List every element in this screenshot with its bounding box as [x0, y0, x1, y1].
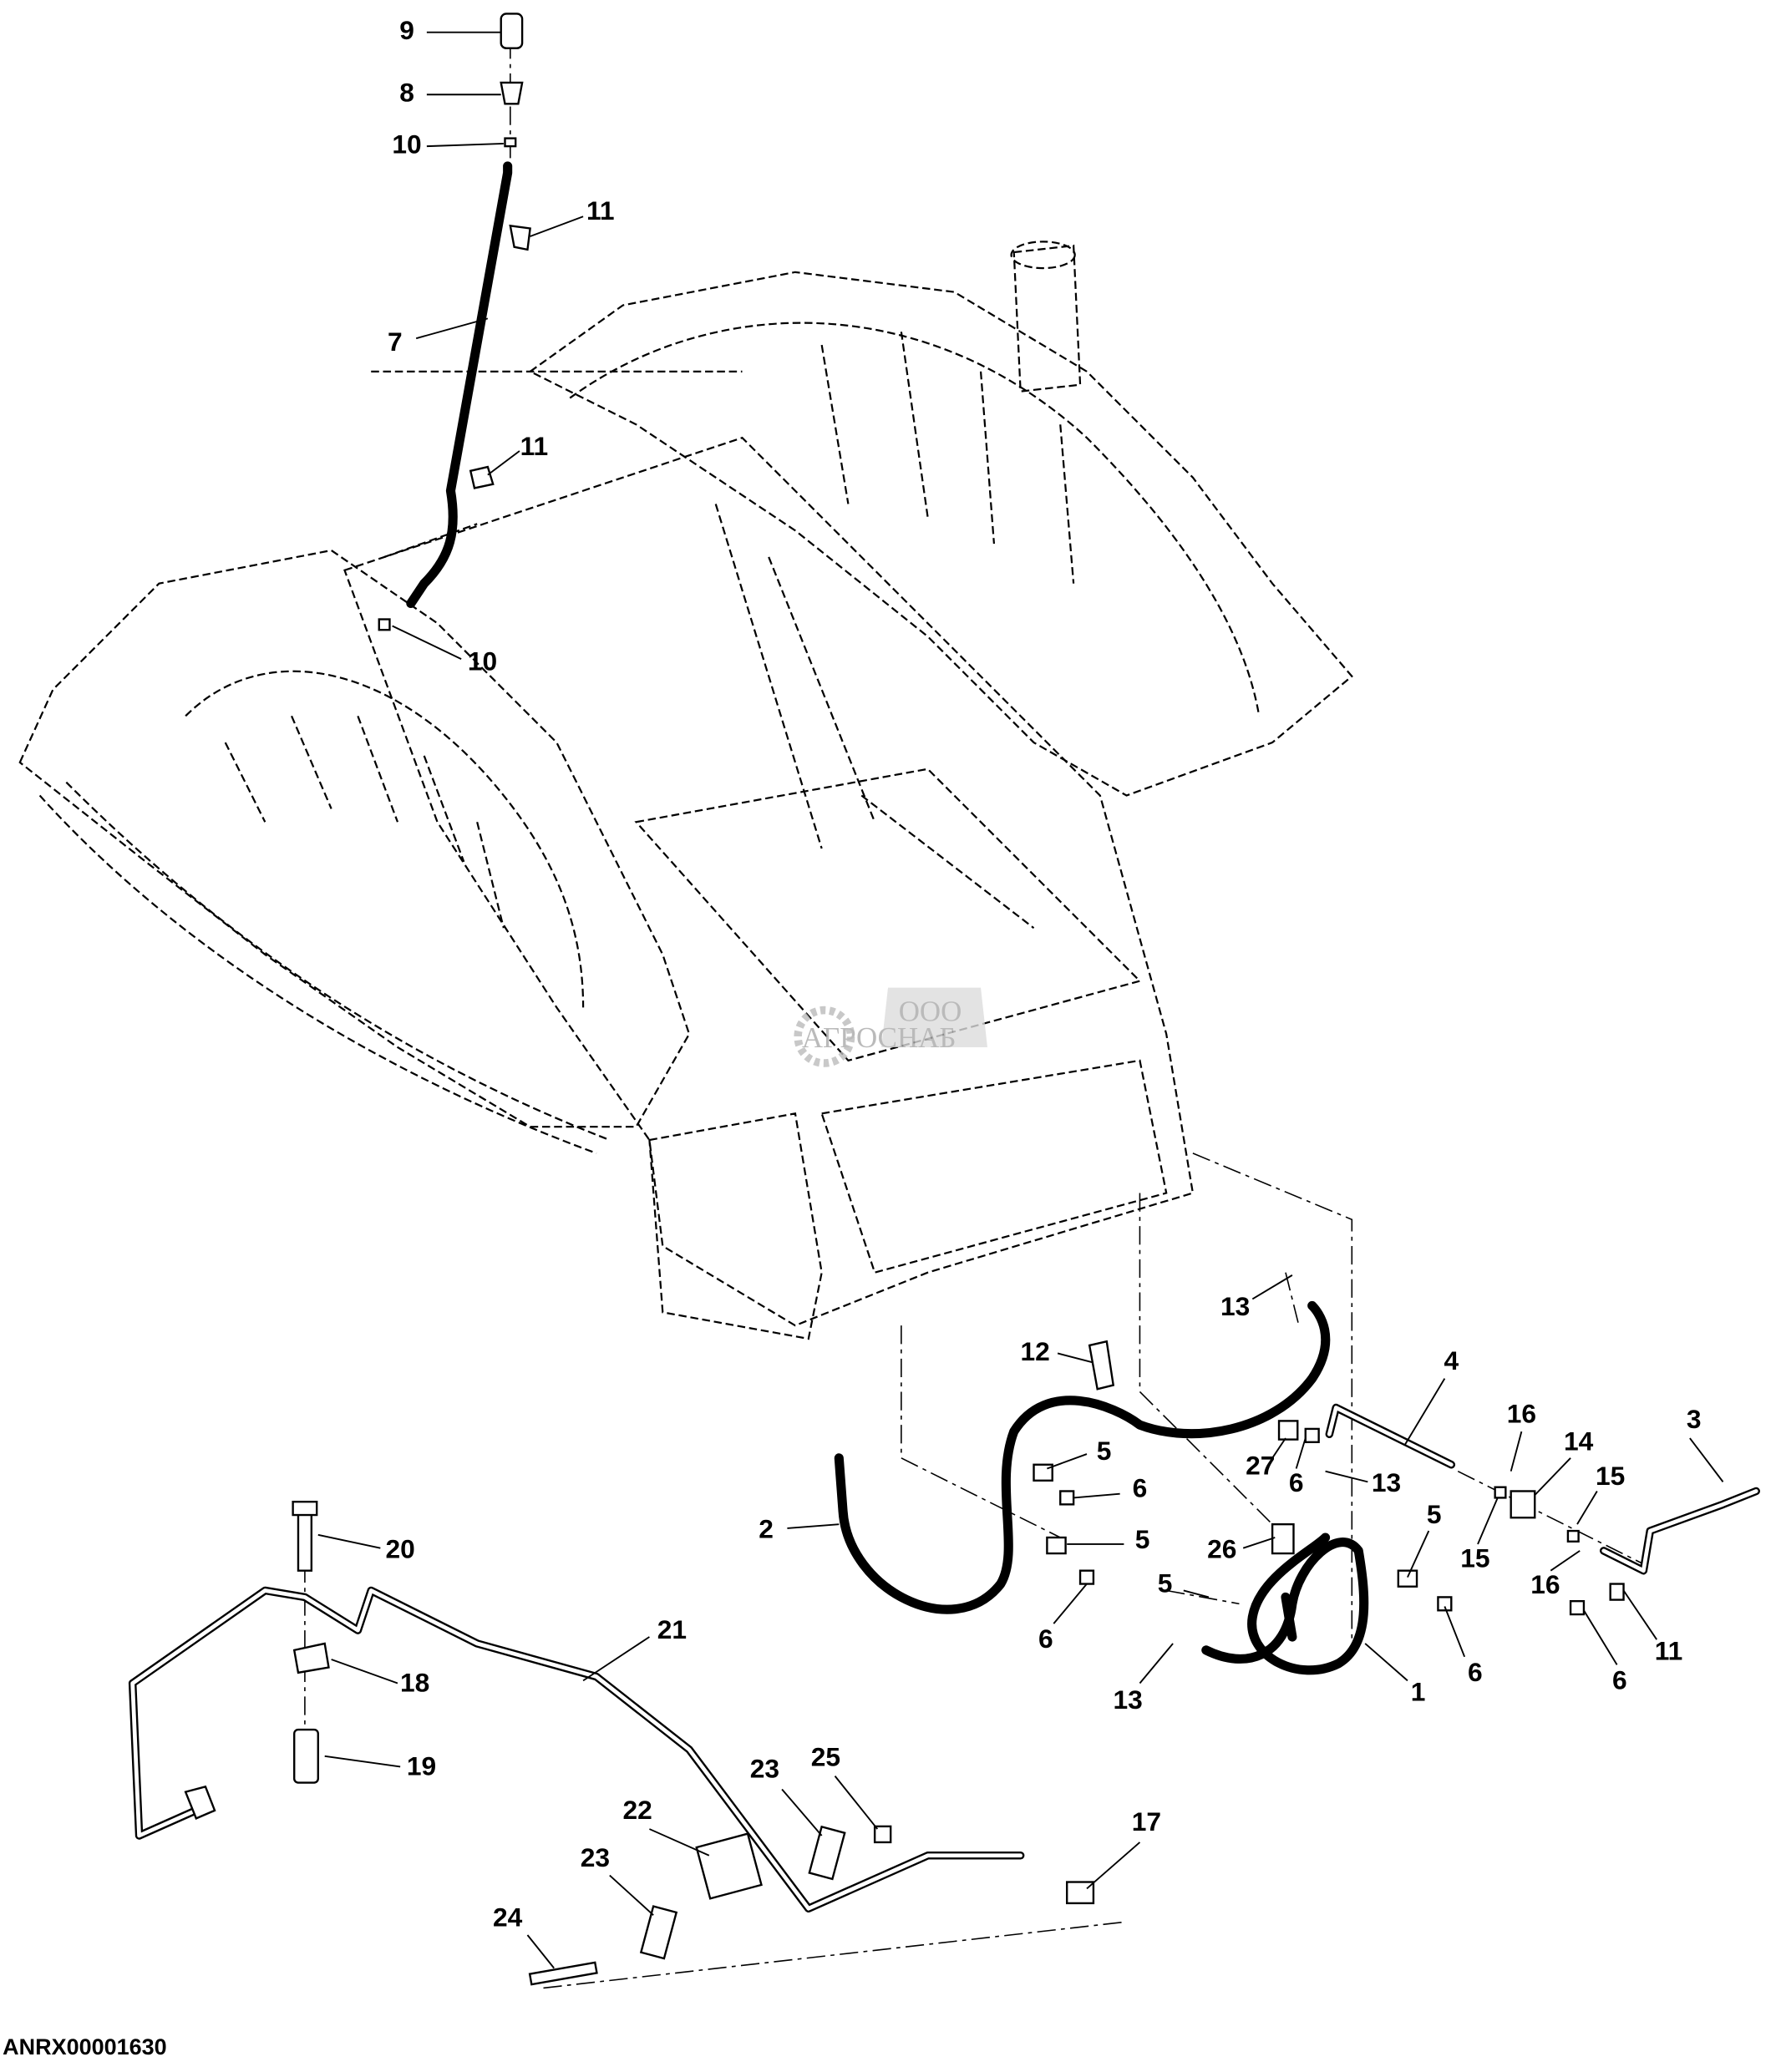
callout-15: 15 [1460, 1543, 1489, 1573]
callout-1: 1 [1411, 1677, 1426, 1707]
callout-18: 18 [400, 1667, 429, 1697]
watermark-name: АГРОСНАБ [802, 1021, 957, 1054]
callout-16: 16 [1530, 1569, 1560, 1599]
callout-17: 17 [1132, 1806, 1161, 1836]
callout-6: 6 [1289, 1467, 1304, 1497]
callout-6: 6 [1038, 1624, 1053, 1654]
tractor-frame-outline [18, 241, 1353, 1340]
callout-2: 2 [759, 1513, 774, 1543]
hydraulic-hoses [834, 1300, 1369, 1675]
watermark-prefix: ООО [899, 995, 962, 1027]
callout-25: 25 [811, 1741, 840, 1771]
callout-5: 5 [1135, 1524, 1150, 1554]
callout-10: 10 [468, 646, 497, 676]
callout-23: 23 [750, 1754, 779, 1784]
callout-24: 24 [493, 1902, 523, 1932]
callout-11: 11 [520, 431, 549, 461]
callout-5: 5 [1097, 1436, 1112, 1466]
callout-6: 6 [1612, 1664, 1627, 1695]
callout-labels: 9 8 10 11 7 11 10 13 12 4 3 16 14 15 5 2… [386, 15, 1702, 1932]
callout-5: 5 [1158, 1568, 1173, 1598]
callout-13: 13 [1372, 1467, 1401, 1497]
callout-3: 3 [1687, 1404, 1702, 1434]
callout-13: 13 [1114, 1684, 1143, 1715]
callout-12: 12 [1020, 1336, 1049, 1366]
hardware [292, 1340, 1625, 1986]
callout-8: 8 [399, 78, 414, 108]
callout-27: 27 [1246, 1450, 1275, 1480]
callout-6: 6 [1133, 1472, 1148, 1502]
callout-26: 26 [1207, 1533, 1236, 1563]
callout-16: 16 [1507, 1398, 1536, 1428]
callout-23: 23 [581, 1842, 610, 1872]
assembly-lines [304, 40, 1644, 1989]
leader-lines [317, 31, 1724, 1969]
watermark-logo: ООО АГРОСНАБ [794, 987, 987, 1067]
callout-15: 15 [1596, 1461, 1625, 1491]
callout-5: 5 [1427, 1499, 1442, 1529]
callout-11: 11 [1655, 1635, 1683, 1665]
callout-22: 22 [622, 1795, 652, 1825]
steel-tubes [128, 1403, 1760, 1913]
callout-9: 9 [399, 15, 414, 45]
dipstick-tube [378, 13, 531, 631]
figure-code: ANRX00001630 [3, 2034, 166, 2059]
callout-10: 10 [392, 129, 421, 159]
callout-21: 21 [657, 1614, 687, 1644]
callout-20: 20 [386, 1533, 415, 1563]
callout-19: 19 [407, 1750, 436, 1781]
callout-6: 6 [1468, 1657, 1483, 1687]
callout-7: 7 [388, 327, 403, 357]
callout-14: 14 [1564, 1426, 1594, 1456]
callout-11: 11 [586, 195, 615, 225]
callout-13: 13 [1220, 1291, 1250, 1321]
callout-4: 4 [1444, 1345, 1459, 1375]
